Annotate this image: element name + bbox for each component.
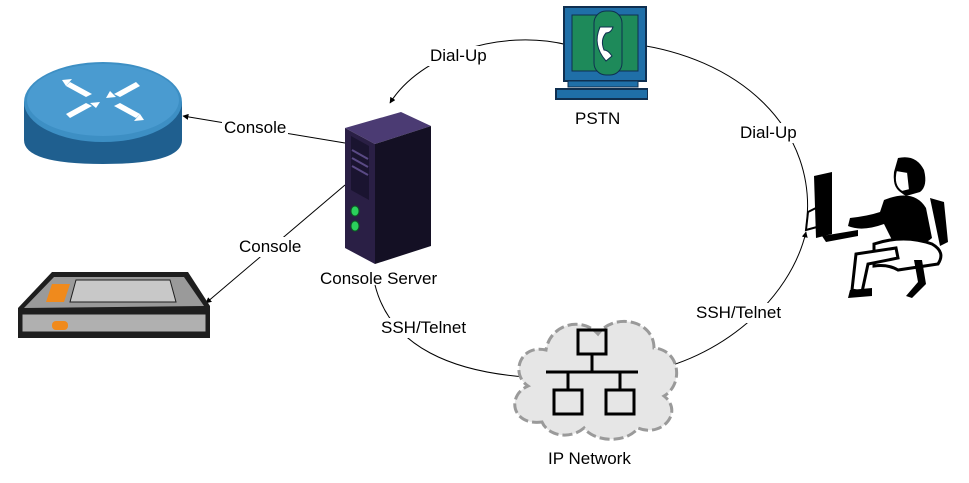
patch-panel-icon <box>18 272 210 338</box>
router-icon <box>24 62 182 164</box>
edge-label-console-router: Console <box>222 118 289 138</box>
ip-network-label: IP Network <box>546 449 633 469</box>
user-node[interactable] <box>802 152 952 304</box>
network-cloud-icon <box>513 319 679 441</box>
user-at-computer-icon <box>804 157 948 298</box>
telephone-monitor-icon <box>555 6 648 100</box>
edge-label-ssh-left: SSH/Telnet <box>379 318 469 338</box>
console-server-label: Console Server <box>320 269 438 288</box>
edge-label-dialup-right: Dial-Up <box>738 123 799 143</box>
server-tower-icon <box>345 112 431 264</box>
edge-label-dialup-left: Dial-Up <box>428 46 489 66</box>
pstn-label: PSTN <box>573 109 623 129</box>
pstn-node[interactable] <box>554 5 648 101</box>
edge-label-console-panel: Console <box>237 237 304 257</box>
console-server-node[interactable] <box>343 108 433 268</box>
edge-ssh-left <box>374 284 546 381</box>
router-node[interactable] <box>22 56 184 168</box>
patch-panel-node[interactable] <box>12 268 212 342</box>
edge-dialup-right <box>624 40 808 229</box>
ip-network-node[interactable] <box>502 304 684 444</box>
edge-label-ssh-right: SSH/Telnet <box>694 303 784 323</box>
